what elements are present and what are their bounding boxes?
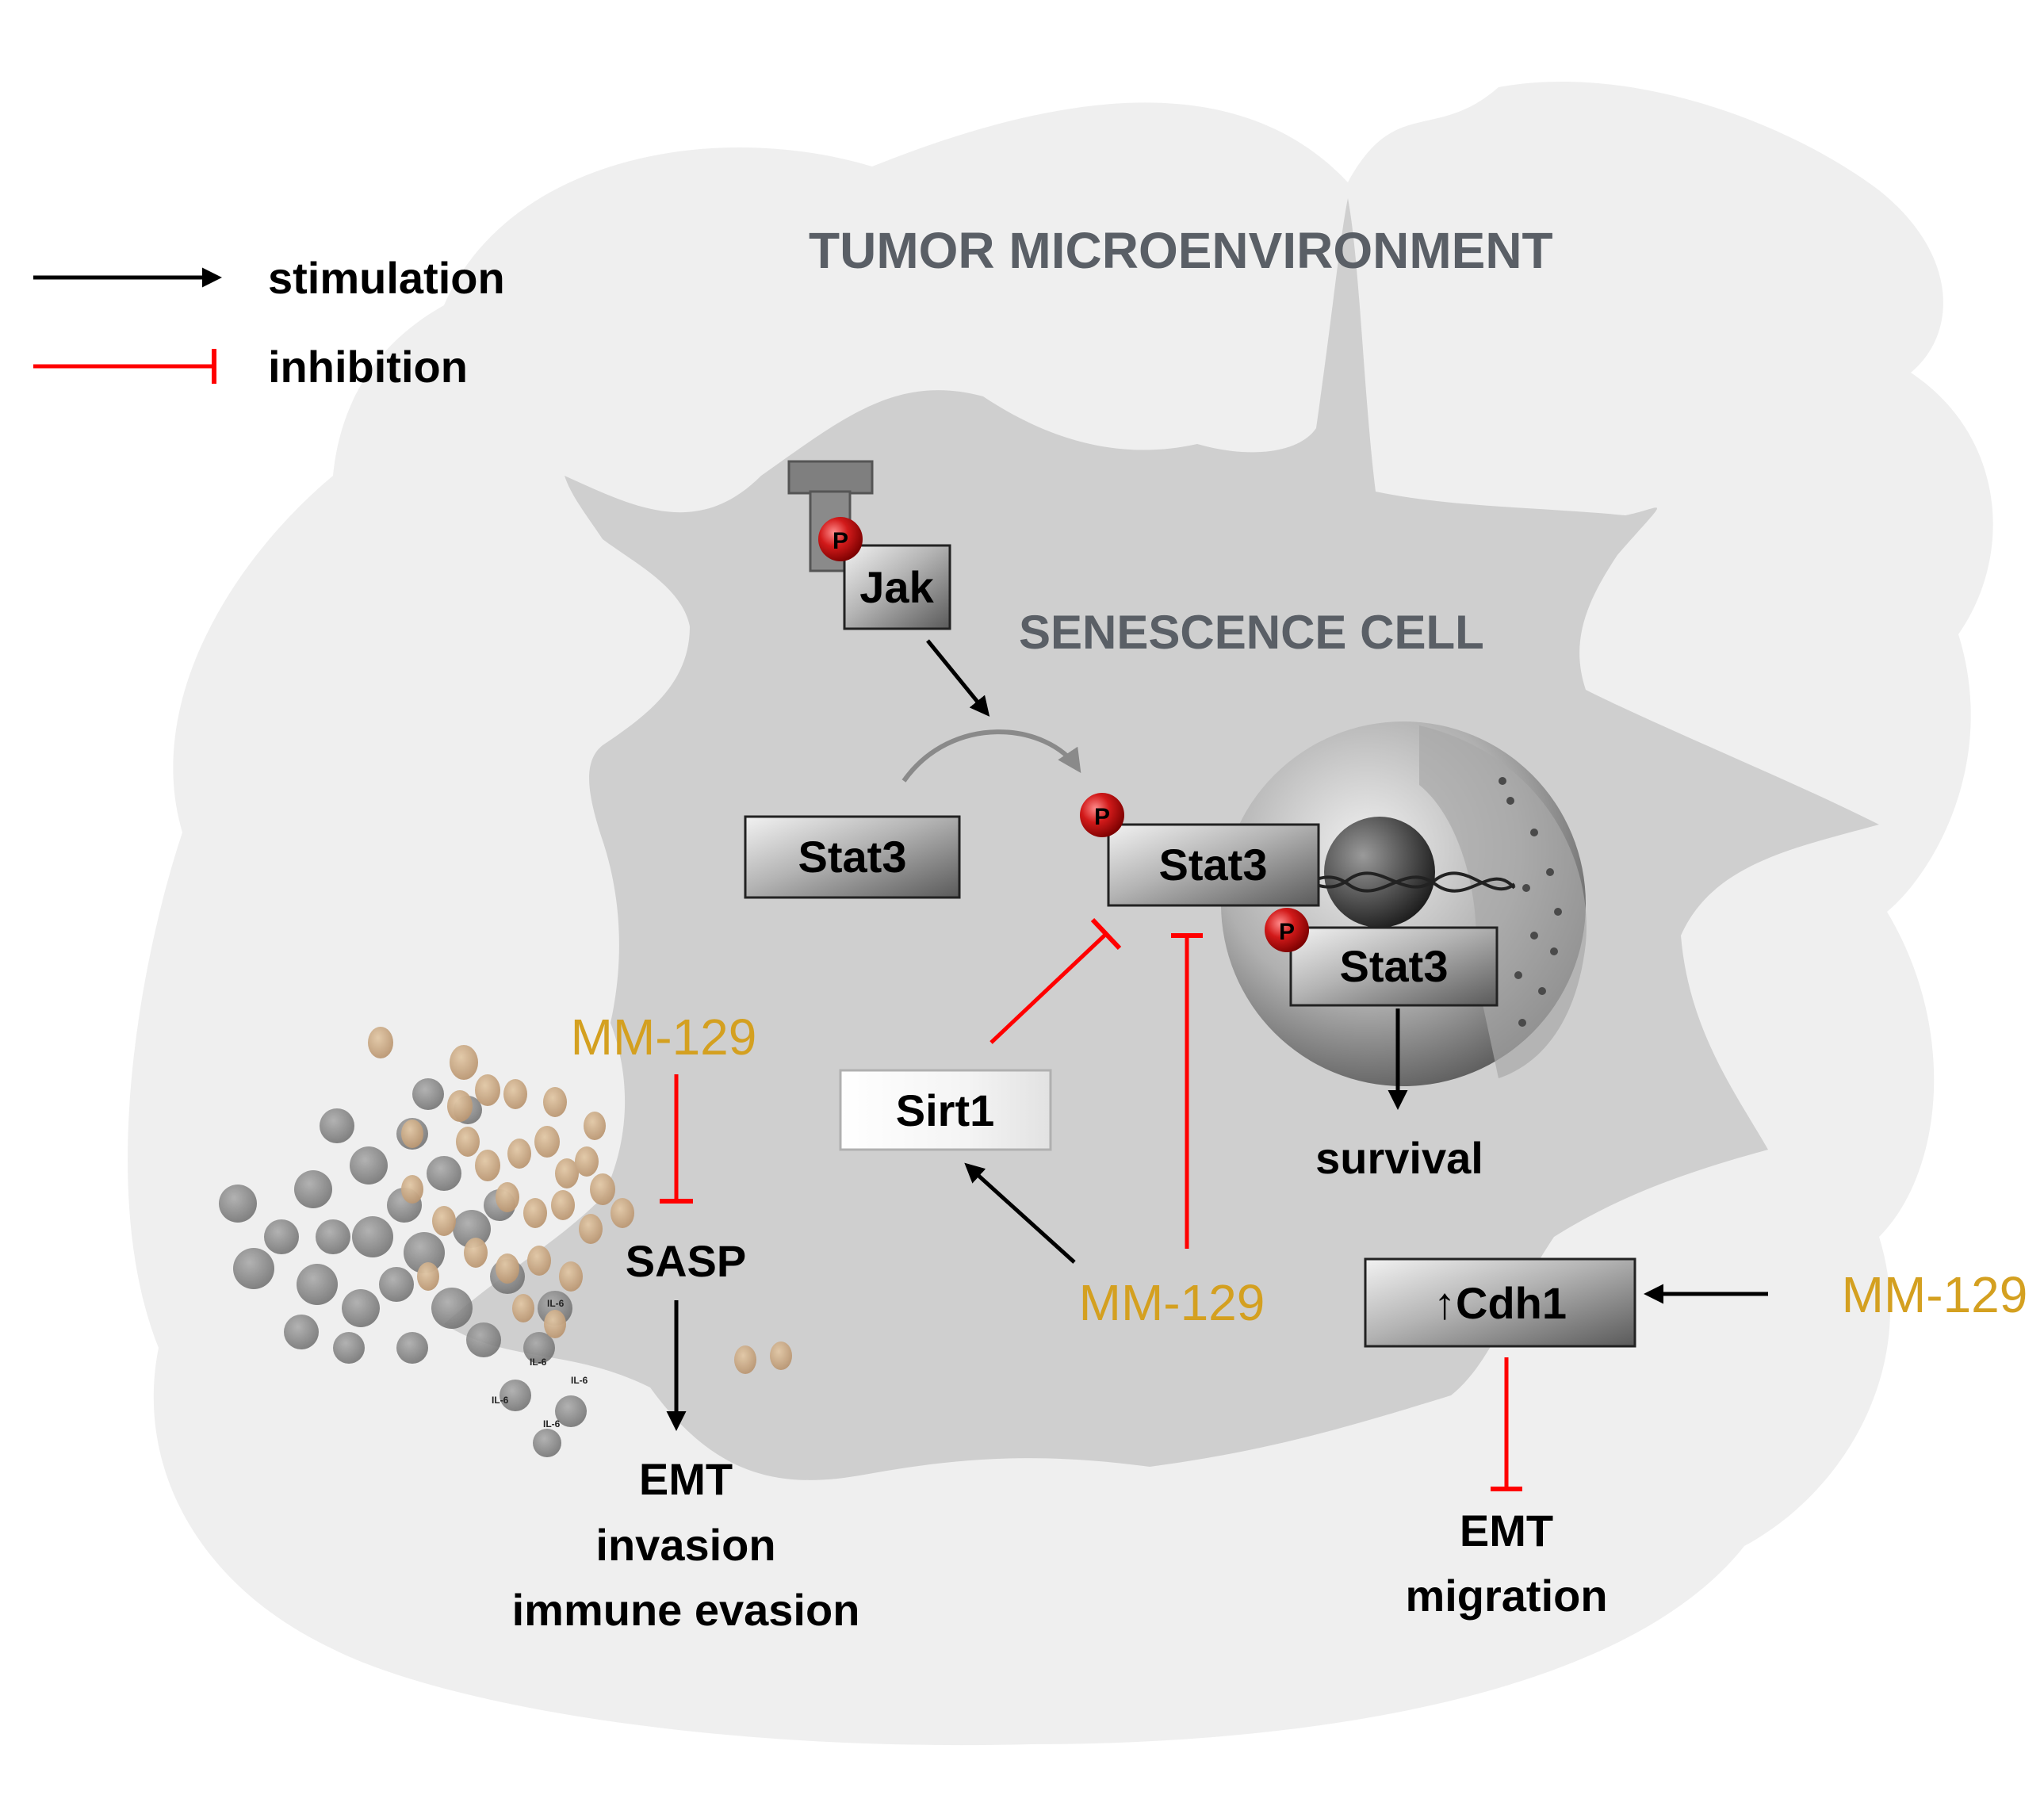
il6-label: IL-6 xyxy=(543,1418,561,1429)
senescence-cell-title: SENESCENCE CELL xyxy=(1019,606,1484,659)
sirt1-label: Sirt1 xyxy=(896,1085,995,1135)
il6-label: IL-6 xyxy=(530,1357,547,1368)
phospho-icon: P xyxy=(1265,908,1309,952)
jak-box[interactable]: Jak xyxy=(843,544,951,630)
legend: stimulation inhibition xyxy=(33,253,505,392)
sirt1-inhibits-stat3-bar xyxy=(1090,917,1122,951)
phospho-icon: P xyxy=(818,517,863,561)
mm129-to-sirt1-arrow xyxy=(964,1162,1076,1264)
cdh1-label: ↑Cdh1 xyxy=(1433,1278,1567,1328)
stat3-nuclear-label: Stat3 xyxy=(1340,941,1449,991)
il6-label: IL-6 xyxy=(571,1375,588,1386)
legend-stimulation-label: stimulation xyxy=(268,253,505,303)
sasp-vesicles: IL-6 IL-6 IL-6 IL-6 IL-6 xyxy=(219,1027,792,1457)
stat3-phospho-box[interactable]: Stat3 xyxy=(1107,823,1320,907)
sasp-label: SASP xyxy=(626,1236,747,1286)
jak-to-stat3-arrow xyxy=(926,639,990,717)
svg-text:P: P xyxy=(1279,919,1295,945)
mm129-center-label: MM-129 xyxy=(1079,1274,1265,1331)
sasp-immune-evasion-label: immune evasion xyxy=(512,1585,860,1635)
svg-text:P: P xyxy=(833,528,848,554)
cdh1-emt-label: EMT xyxy=(1460,1506,1553,1556)
il6-label: IL-6 xyxy=(492,1395,509,1406)
sasp-emt-label: EMT xyxy=(639,1454,733,1504)
legend-inhibition-label: inhibition xyxy=(268,342,468,392)
sirt1-box[interactable]: Sirt1 xyxy=(839,1069,1052,1151)
mm129-sasp-label: MM-129 xyxy=(571,1008,757,1066)
survival-label: survival xyxy=(1315,1133,1483,1183)
cdh1-migration-label: migration xyxy=(1405,1571,1607,1621)
svg-text:P: P xyxy=(1094,804,1110,830)
tumor-microenvironment-title: TUMOR MICROENVIRONMENT xyxy=(809,222,1553,279)
phospho-icon: P xyxy=(1080,793,1124,837)
mm129-right-label: MM-129 xyxy=(1842,1266,2028,1323)
sirt1-inhibits-stat3-line xyxy=(989,932,1108,1044)
sasp-invasion-label: invasion xyxy=(595,1520,775,1570)
stat3-nuclear-box[interactable]: Stat3 xyxy=(1289,926,1499,1007)
stat3-phosphorylation-arrow xyxy=(901,729,1081,783)
stat3-cytoplasm-box[interactable]: Stat3 xyxy=(744,815,961,899)
stat3-phospho-label: Stat3 xyxy=(1159,840,1268,890)
il6-label: IL-6 xyxy=(547,1298,565,1309)
jak-label: Jak xyxy=(859,562,934,612)
nucleolus xyxy=(1324,817,1435,928)
cdh1-box[interactable]: ↑Cdh1 xyxy=(1364,1257,1636,1348)
stat3-cytoplasm-label: Stat3 xyxy=(798,832,907,882)
